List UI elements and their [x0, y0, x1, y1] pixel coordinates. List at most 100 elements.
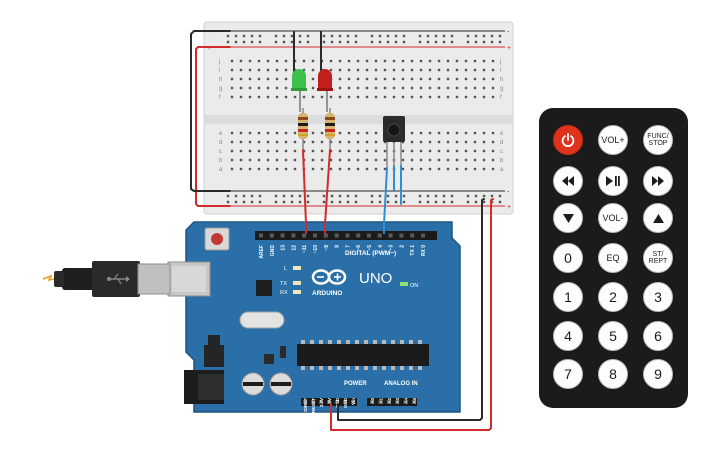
breadboard-hole — [356, 140, 360, 144]
chip-pin — [310, 340, 314, 344]
breadboard-hole — [248, 68, 252, 72]
breadboard-hole — [266, 167, 270, 171]
breadboard-hole — [392, 95, 396, 99]
remote-button-label: 0 — [564, 250, 572, 266]
rail-hole — [274, 200, 278, 204]
rail-hole — [290, 40, 294, 44]
breadboard-hole — [482, 167, 486, 171]
remote-button-play-pause[interactable] — [598, 166, 628, 196]
row-letter: e — [219, 131, 223, 137]
remote-button-num-9[interactable]: 9 — [643, 359, 673, 389]
remote-button-next[interactable] — [643, 166, 673, 196]
remote-button-num-2[interactable]: 2 — [598, 282, 628, 312]
breadboard-hole — [284, 68, 288, 72]
pin-label: 7 — [345, 245, 351, 248]
breadboard-hole — [239, 59, 243, 63]
rail-hole — [242, 194, 246, 198]
remote-button-prev[interactable] — [553, 166, 583, 196]
breadboard-hole — [482, 131, 486, 135]
breadboard-hole — [473, 95, 477, 99]
rail-minus-label-bottom: - — [507, 189, 510, 196]
remote-button-num-4[interactable]: 4 — [553, 321, 583, 351]
remote-button-power[interactable] — [553, 125, 583, 155]
breadboard-hole — [410, 140, 414, 144]
chip-pin — [418, 366, 422, 370]
remote-button-num-0[interactable]: 0 — [553, 243, 583, 273]
pin-label: 2 — [399, 245, 405, 248]
breadboard-hole — [356, 59, 360, 63]
breadboard-hole — [356, 86, 360, 90]
header-pin — [343, 400, 347, 404]
remote-button-num-7[interactable]: 7 — [553, 359, 583, 389]
remote-button-eq[interactable]: EQ — [598, 243, 628, 273]
remote-button-num-6[interactable]: 6 — [643, 321, 673, 351]
analog-header-label: ANALOG IN — [384, 381, 418, 387]
rail-hole — [426, 40, 430, 44]
breadboard-hole — [347, 77, 351, 81]
breadboard-hole — [356, 149, 360, 153]
breadboard-hole — [419, 149, 423, 153]
breadboard-hole — [311, 77, 315, 81]
remote-button-num-1[interactable]: 1 — [553, 282, 583, 312]
breadboard-hole — [374, 158, 378, 162]
breadboard-hole — [338, 140, 342, 144]
fast-forward-icon — [651, 175, 665, 187]
breadboard-hole — [464, 140, 468, 144]
chip-pin — [319, 366, 323, 370]
rail-hole — [442, 34, 446, 38]
rail-hole — [402, 194, 406, 198]
breadboard-hole — [482, 149, 486, 153]
rail-hole — [482, 34, 486, 38]
header-pin — [303, 400, 307, 404]
rail-hole — [354, 200, 358, 204]
chip-pin — [364, 366, 368, 370]
pin-label: GND — [343, 397, 348, 408]
header-pin — [291, 233, 296, 238]
breadboard-hole — [338, 77, 342, 81]
breadboard-hole — [464, 149, 468, 153]
pin-label: A0 — [370, 398, 375, 404]
breadboard-hole — [464, 59, 468, 63]
breadboard-hole — [356, 167, 360, 171]
breadboard-hole — [347, 167, 351, 171]
breadboard-hole — [419, 86, 423, 90]
breadboard-hole — [455, 158, 459, 162]
power-header-pins — [303, 400, 355, 404]
rail-hole — [378, 200, 382, 204]
remote-button-label-line1: ST/ — [652, 251, 664, 258]
pin-label: ~5 — [367, 245, 373, 251]
header-pin — [280, 233, 285, 238]
remote-button-func-stop[interactable]: FUNC/STOP — [643, 125, 673, 155]
breadboard-hole — [230, 77, 234, 81]
breadboard-hole — [320, 158, 324, 162]
breadboard-hole — [419, 158, 423, 162]
rail-hole — [322, 194, 326, 198]
rail-hole — [386, 194, 390, 198]
breadboard-hole — [311, 158, 315, 162]
header-pin — [335, 400, 339, 404]
remote-button-vol-up[interactable]: VOL+ — [598, 125, 628, 155]
rail-hole — [394, 40, 398, 44]
rail-hole — [394, 200, 398, 204]
breadboard-hole — [455, 131, 459, 135]
remote-button-down[interactable] — [553, 203, 583, 233]
pin-label: A2 — [387, 398, 392, 404]
remote-button-vol-down[interactable]: VOL- — [598, 203, 628, 233]
breadboard-hole — [338, 59, 342, 63]
breadboard-hole — [266, 77, 270, 81]
header-pin — [388, 233, 393, 238]
rail-hole — [282, 40, 286, 44]
breadboard-hole — [374, 77, 378, 81]
remote-button-num-5[interactable]: 5 — [598, 321, 628, 351]
pin-label: ~3 — [389, 245, 395, 251]
remote-button-num-8[interactable]: 8 — [598, 359, 628, 389]
pin-label: 5V — [327, 398, 332, 404]
remote-button-up[interactable] — [643, 203, 673, 233]
play-pause-icon — [605, 175, 621, 187]
header-pin — [313, 233, 317, 238]
remote-button-st-rept[interactable]: ST/REPT — [643, 243, 673, 273]
chip-pin — [382, 340, 386, 344]
remote-button-num-3[interactable]: 3 — [643, 282, 673, 312]
